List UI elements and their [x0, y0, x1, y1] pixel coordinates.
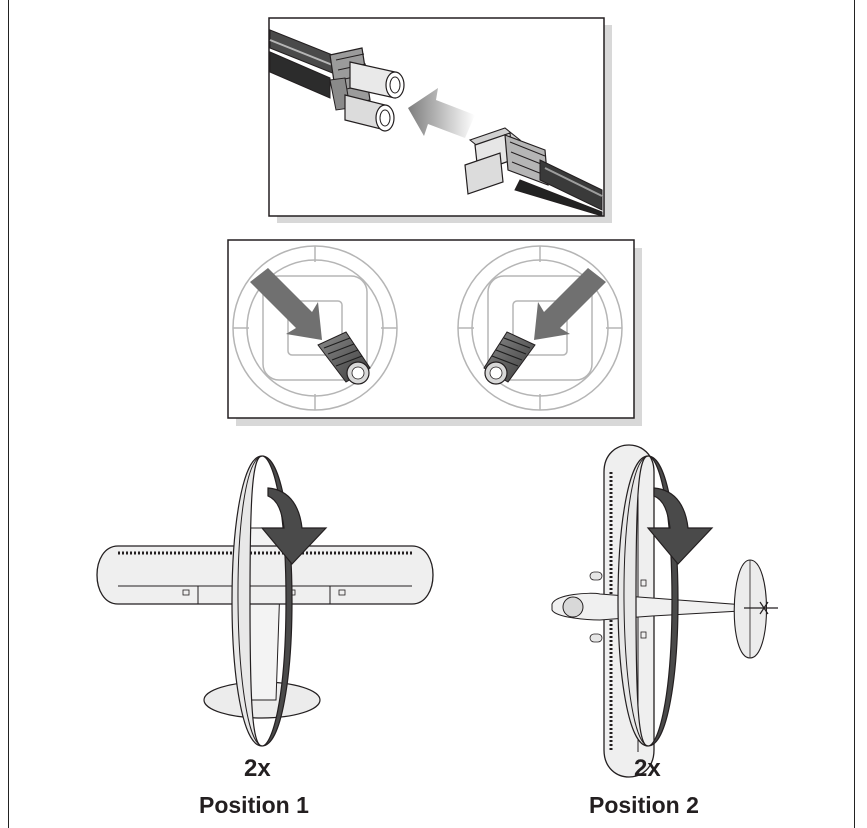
stick-icon: [483, 331, 536, 385]
insert-arrow-icon: [534, 268, 606, 340]
insert-arrow-icon: [408, 88, 475, 138]
right-stick-gimbal: [457, 245, 623, 411]
page-frame: [8, 0, 855, 828]
stick-icon: [317, 331, 371, 385]
connector-panel: [268, 17, 612, 223]
rotate-arrow-icon: [231, 455, 328, 747]
position-label-1: Position 1: [199, 792, 309, 818]
rotate-arrow-icon: [617, 455, 714, 747]
position-label-2: Position 2: [589, 792, 699, 818]
stick-panel: [227, 239, 642, 426]
connector-plug-icon: [269, 29, 603, 217]
insert-arrow-icon: [250, 268, 322, 340]
rotation-count-2: 2x: [634, 755, 661, 782]
left-stick-gimbal: [232, 245, 398, 411]
rotation-count-1: 2x: [244, 755, 271, 782]
airplane-icon: [96, 527, 434, 719]
